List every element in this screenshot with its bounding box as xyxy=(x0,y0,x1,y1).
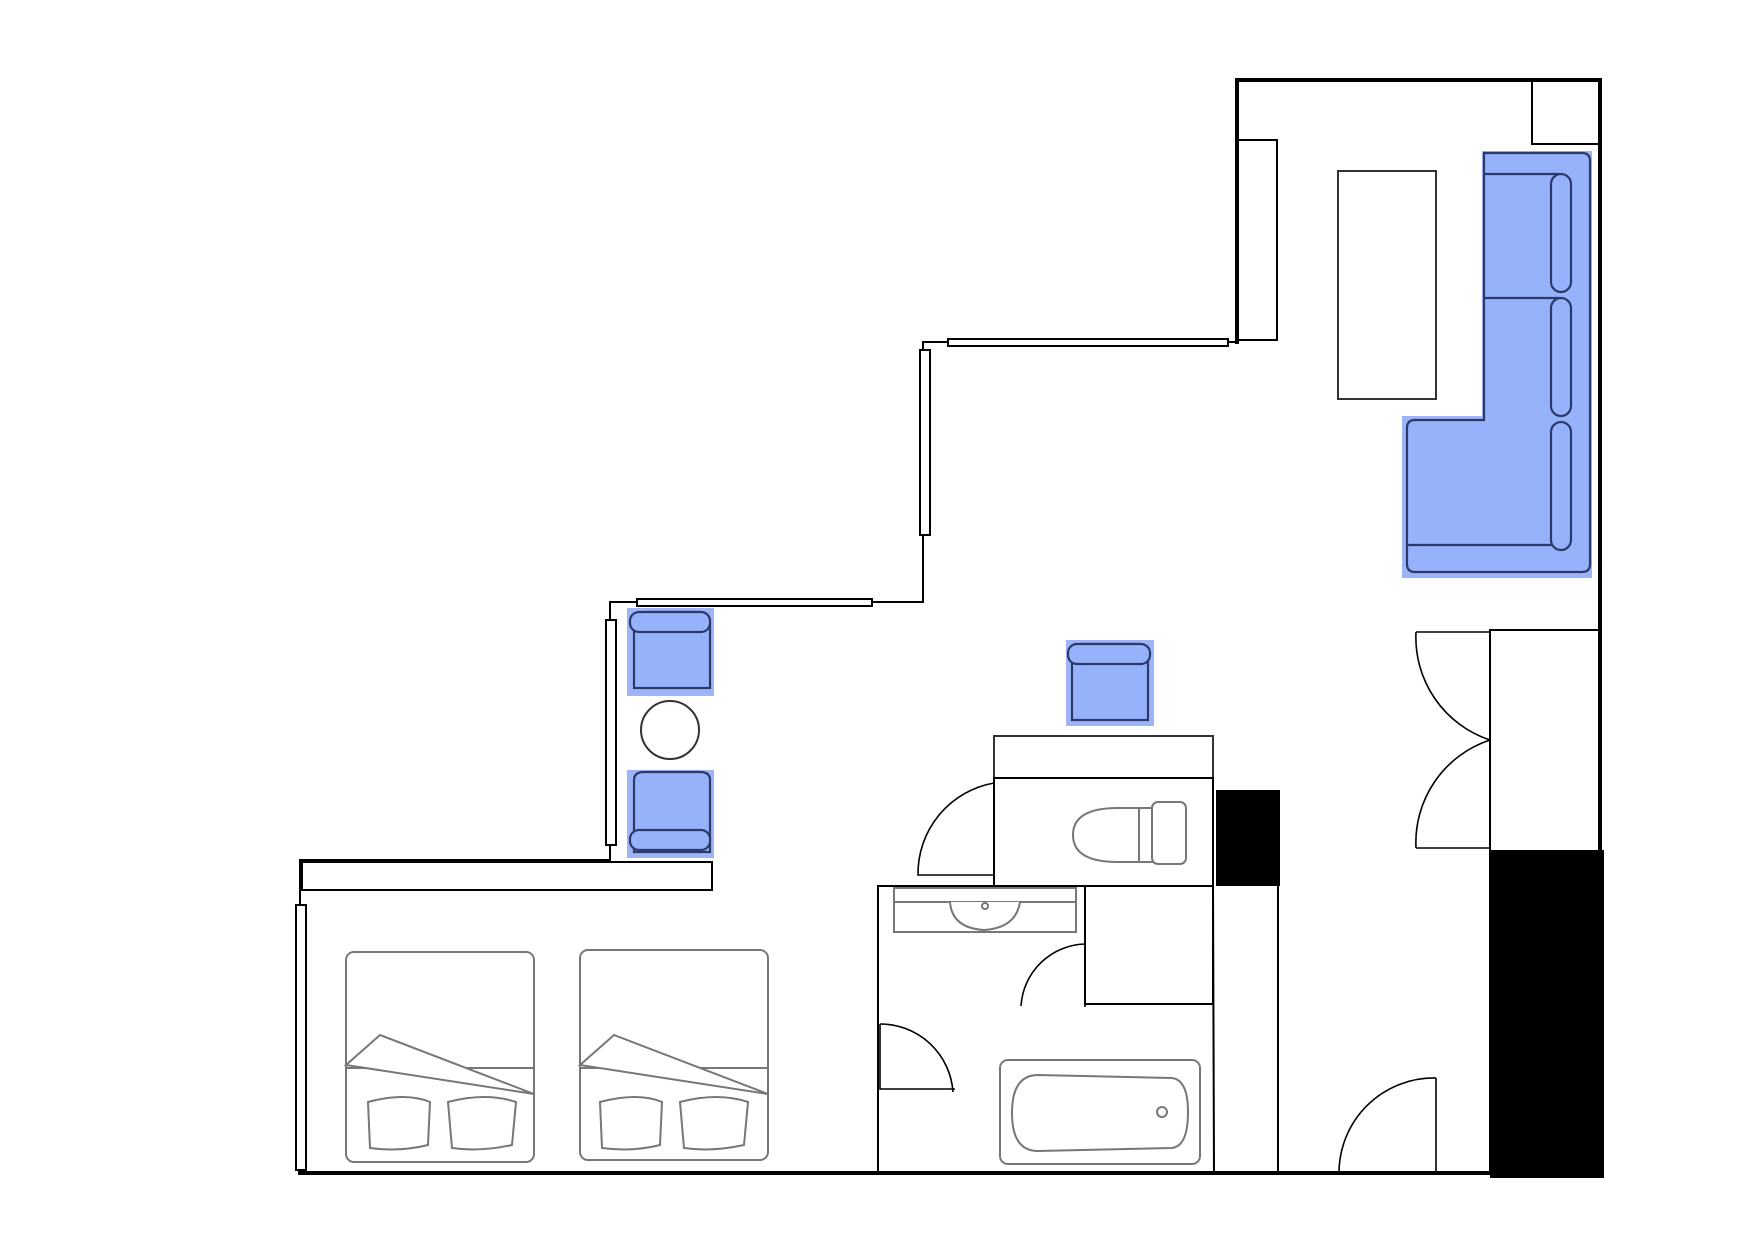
windows xyxy=(295,338,1229,1171)
sofa xyxy=(1405,151,1592,574)
sofa-body xyxy=(1405,151,1592,574)
window-middle xyxy=(636,598,873,607)
toilet-door xyxy=(917,782,995,878)
bed-right xyxy=(577,949,769,1161)
desk-chair-back xyxy=(1066,642,1152,666)
entrance-door xyxy=(1338,1077,1437,1175)
sofa-back-cushion-1 xyxy=(1549,172,1573,294)
toilet-bowl xyxy=(1071,807,1155,863)
bed-left xyxy=(343,951,535,1163)
bathtub-basin xyxy=(1010,1073,1190,1153)
wall-step-1 xyxy=(299,341,1237,1175)
bed-right-pillow-2 xyxy=(678,1096,750,1151)
bathroom-door xyxy=(879,1023,955,1093)
coffee-table xyxy=(1337,170,1437,400)
pipe-shaft xyxy=(1216,790,1280,886)
bed-left-pillow-1 xyxy=(366,1096,432,1151)
sink-drain xyxy=(981,902,989,910)
bed-left-pillow-2 xyxy=(446,1096,518,1151)
window-upper xyxy=(947,338,1229,347)
corner-pillar xyxy=(1531,79,1600,145)
toilet-tank xyxy=(1151,801,1187,865)
sink-basin xyxy=(949,901,1021,932)
armchair-bottom xyxy=(628,770,712,854)
sofa-back-cushion-3 xyxy=(1549,420,1573,552)
bathtub-drain xyxy=(1156,1106,1168,1118)
bed-right-pillow-1 xyxy=(598,1096,664,1151)
armchair-top xyxy=(628,610,712,690)
bedroom-ledge xyxy=(301,861,713,891)
desk-chair xyxy=(1066,642,1152,722)
window-upper-vertical xyxy=(919,349,931,536)
window-lower-vertical xyxy=(295,904,307,1171)
toilet xyxy=(1071,801,1187,865)
sofa-back-cushion-2 xyxy=(1549,296,1573,418)
closet-door-top xyxy=(1415,631,1491,741)
living-column xyxy=(1236,139,1278,341)
bed-left-blanket-fold xyxy=(343,1033,535,1095)
bathtub xyxy=(999,1059,1201,1165)
armchair-top-back xyxy=(628,610,712,634)
desk xyxy=(993,735,1214,779)
closet-door-bottom xyxy=(1415,739,1491,849)
bed-right-blanket-fold xyxy=(577,1033,769,1095)
round-table xyxy=(640,700,700,760)
closet-block xyxy=(1490,850,1604,1178)
shower-stall xyxy=(1084,885,1214,1005)
shower-door xyxy=(1020,943,1086,1007)
window-middle-vertical xyxy=(605,619,617,846)
armchair-bottom-back xyxy=(628,828,712,852)
